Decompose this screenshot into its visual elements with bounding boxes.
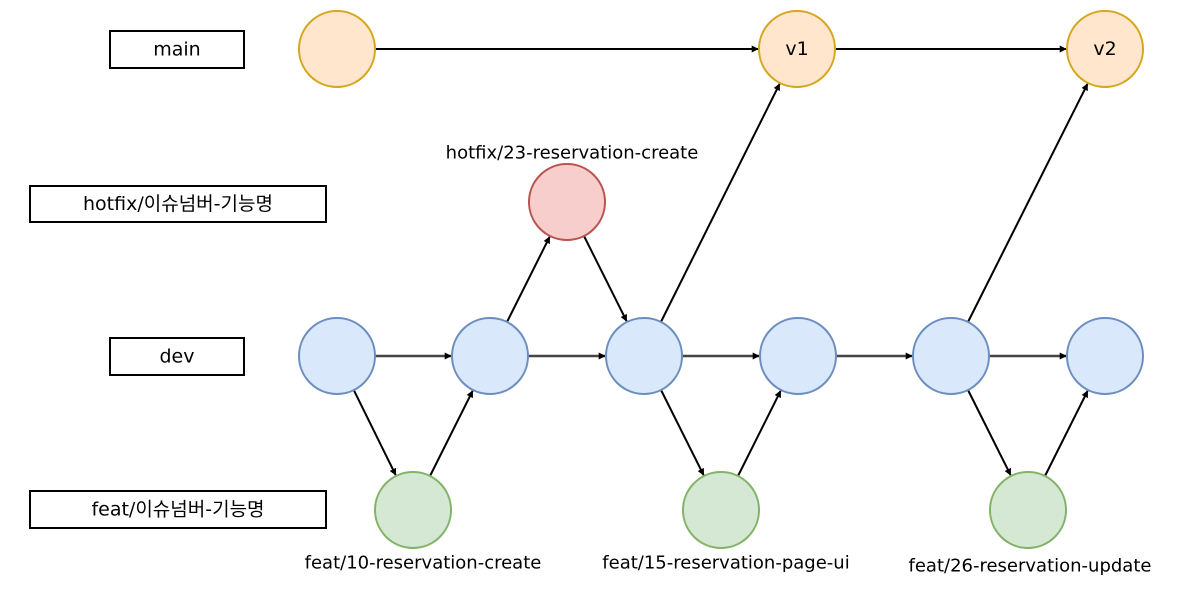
commit-node-d5[interactable] (912, 317, 990, 395)
commit-node-d1[interactable] (298, 317, 376, 395)
commit-node-f3[interactable] (989, 471, 1067, 549)
commit-node-d6[interactable] (1066, 317, 1144, 395)
lane-main-box (109, 30, 245, 69)
commit-circle-f1[interactable] (374, 471, 452, 549)
lane-feat-box (29, 490, 327, 529)
commit-node-f2[interactable] (682, 471, 760, 549)
commit-node-h1[interactable] (528, 163, 606, 241)
commit-circle-m2[interactable] (1066, 10, 1144, 88)
commit-circle-m0[interactable] (298, 10, 376, 88)
commit-node-d2[interactable] (451, 317, 529, 395)
commit-circle-d1[interactable] (298, 317, 376, 395)
commit-circle-d4[interactable] (759, 317, 837, 395)
branch-label-hotfix-23: hotfix/23-reservation-create (446, 143, 699, 164)
edge-f1-to-d2 (429, 390, 474, 477)
edge-d3-to-f2 (660, 389, 705, 476)
edge-d5-to-m2 (967, 83, 1089, 323)
commit-circle-h1[interactable] (528, 163, 606, 241)
lane-dev-label: dev (160, 346, 195, 368)
lane-hotfix-box (29, 185, 327, 223)
commit-circle-f3[interactable] (989, 471, 1067, 549)
lane-dev: dev (109, 337, 245, 376)
branch-labels: hotfix/23-reservation-create feat/10-res… (305, 143, 1152, 577)
commit-circle-d5[interactable] (912, 317, 990, 395)
branch-label-feat-10: feat/10-reservation-create (305, 553, 542, 574)
commit-label-m2: v2 (1093, 38, 1116, 60)
commit-label-m1: v1 (785, 38, 808, 60)
commit-circle-d2[interactable] (451, 317, 529, 395)
edge-d3-to-m1 (660, 83, 781, 323)
commit-node-f1[interactable] (374, 471, 452, 549)
lane-labels: main hotfix/이슈넘버-기능명 dev feat/이슈넘버-기능명 (29, 30, 327, 529)
commit-node-d3[interactable] (605, 317, 683, 395)
commit-circle-f2[interactable] (682, 471, 760, 549)
lane-main: main (109, 30, 245, 69)
commit-circle-d6[interactable] (1066, 317, 1144, 395)
edge-f3-to-d6 (1044, 390, 1089, 477)
lane-hotfix: hotfix/이슈넘버-기능명 (29, 185, 327, 223)
commit-node-m2[interactable]: v2 (1066, 10, 1144, 88)
branch-label-feat-26: feat/26-reservation-update (909, 556, 1152, 577)
commit-nodes: v1 v2 (298, 10, 1144, 549)
edge-h1-to-d3 (583, 235, 628, 322)
branch-label-feat-15: feat/15-reservation-page-ui (602, 553, 849, 574)
edge-d2-to-h1 (506, 236, 551, 323)
commit-node-m1[interactable]: v1 (758, 10, 836, 88)
commit-circle-m1[interactable] (758, 10, 836, 88)
lane-dev-box (109, 337, 245, 376)
commit-edges (352, 45, 1089, 477)
edge-d5-to-f3 (967, 389, 1012, 476)
commit-node-m0[interactable] (298, 10, 376, 88)
lane-feat: feat/이슈넘버-기능명 (29, 490, 327, 529)
edge-d1-to-f1 (352, 389, 397, 476)
lane-feat-label: feat/이슈넘버-기능명 (91, 499, 264, 521)
lane-hotfix-label: hotfix/이슈넘버-기능명 (83, 193, 273, 215)
commit-circle-d3[interactable] (605, 317, 683, 395)
commit-node-d4[interactable] (759, 317, 837, 395)
lane-main-label: main (153, 39, 200, 61)
edge-f2-to-d4 (737, 390, 782, 477)
